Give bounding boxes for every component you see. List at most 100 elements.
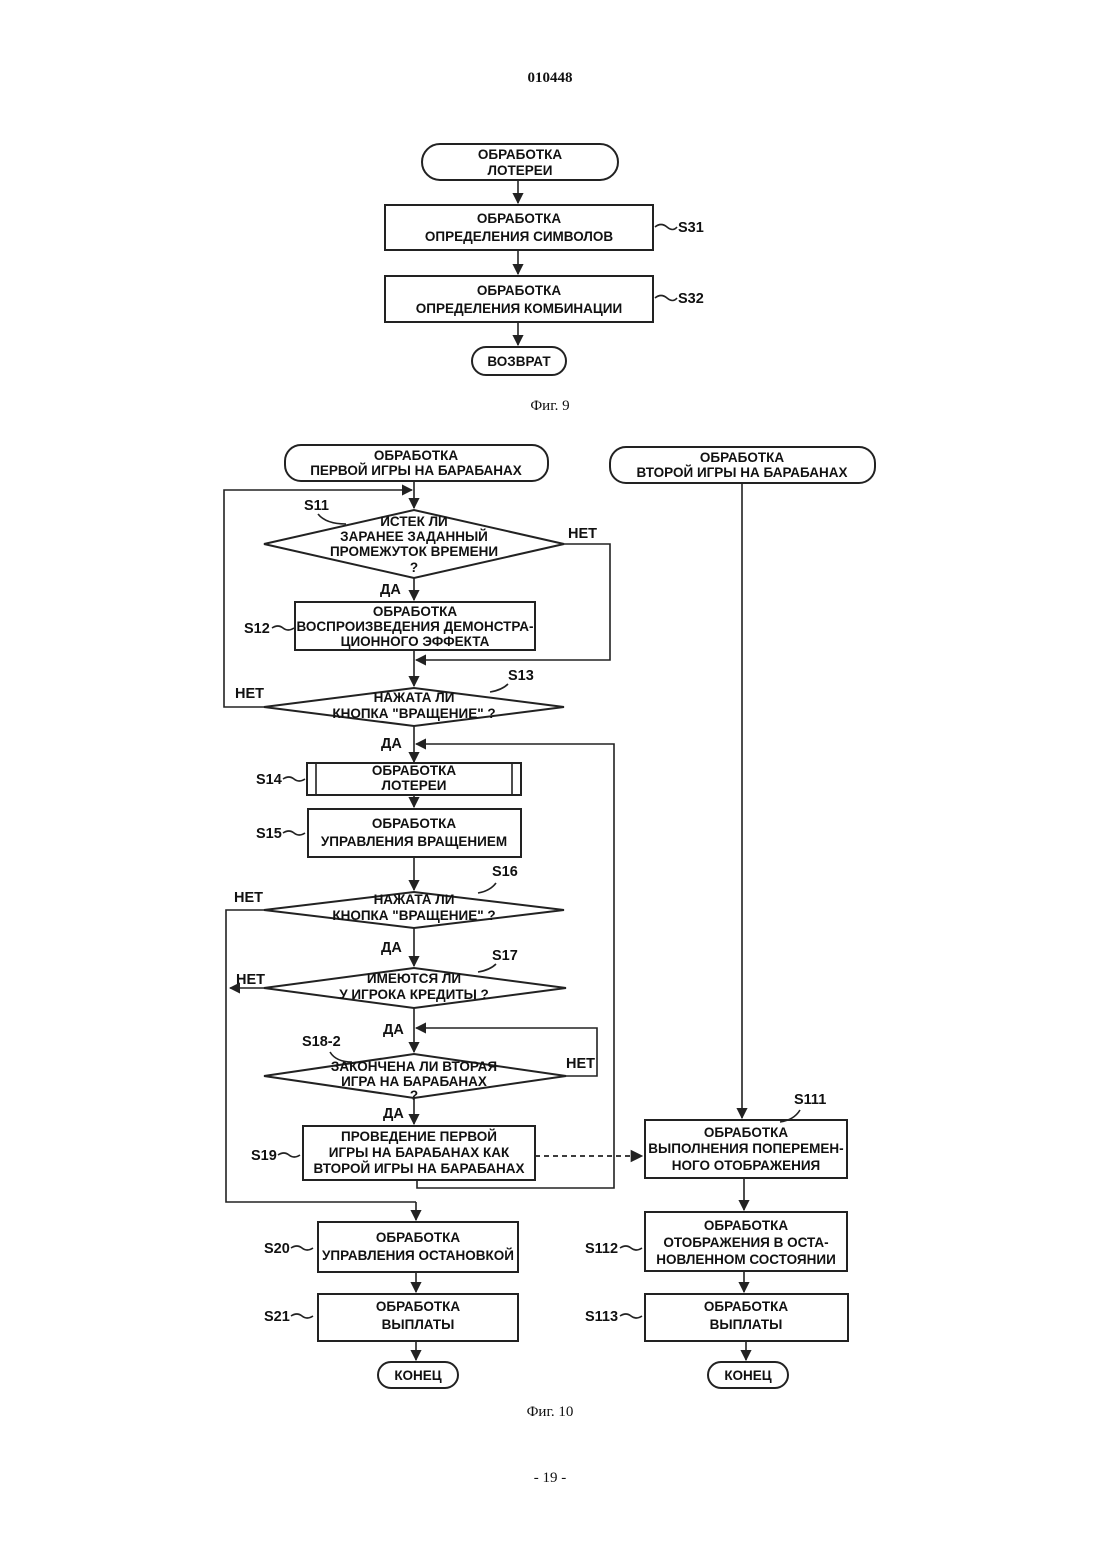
s15-line1: ОБРАБОТКА (372, 816, 456, 831)
s31-step-label: S31 (678, 220, 704, 236)
s16-line2: КНОПКА "ВРАЩЕНИЕ" ? (332, 908, 495, 923)
s32-line1: ОБРАБОТКА (477, 283, 561, 298)
s32-line2: ОПРЕДЕЛЕНИЯ КОМБИНАЦИИ (416, 301, 622, 316)
doc-number: 010448 (528, 70, 573, 86)
s16-no-label: НЕТ (234, 890, 263, 906)
s18-2-decision: ЗАКОНЧЕНА ЛИ ВТОРАЯ ИГРА НА БАРАБАНАХ ? (264, 1054, 566, 1103)
s12-line1: ОБРАБОТКА (373, 604, 457, 619)
s20-line2: УПРАВЛЕНИЯ ОСТАНОВКОЙ (322, 1248, 514, 1263)
s13-yes-label: ДА (381, 736, 402, 752)
s13-no-label: НЕТ (235, 686, 264, 702)
fig9-start-line2: ЛОТЕРЕИ (488, 163, 553, 178)
s14-step-label: S14 (256, 772, 282, 788)
s19-line3: ВТОРОЙ ИГРЫ НА БАРАБАНАХ (314, 1161, 525, 1176)
s13-line1: НАЖАТА ЛИ (374, 690, 455, 705)
s14-line1: ОБРАБОТКА (372, 763, 456, 778)
s19-process: ПРОВЕДЕНИЕ ПЕРВОЙ ИГРЫ НА БАРАБАНАХ КАК … (303, 1126, 535, 1180)
s31-line1: ОБРАБОТКА (477, 211, 561, 226)
s11-no-label: НЕТ (568, 526, 597, 542)
s17-line1: ИМЕЮТСЯ ЛИ (367, 971, 461, 986)
start2-line1: ОБРАБОТКА (700, 450, 784, 465)
fig10-caption: Фиг. 10 (527, 1404, 574, 1420)
s112-step-label: S112 (585, 1241, 618, 1257)
fig9-s32-process: ОБРАБОТКА ОПРЕДЕЛЕНИЯ КОМБИНАЦИИ (385, 276, 653, 322)
s20-process: ОБРАБОТКА УПРАВЛЕНИЯ ОСТАНОВКОЙ (318, 1222, 518, 1272)
s11-line3: ПРОМЕЖУТОК ВРЕМЕНИ (330, 544, 498, 559)
s14-line2: ЛОТЕРЕИ (382, 778, 447, 793)
end1-terminator: КОНЕЦ (378, 1362, 458, 1388)
fig9-caption: Фиг. 9 (530, 398, 569, 414)
s112-line2: ОТОБРАЖЕНИЯ В ОСТА- (663, 1235, 828, 1250)
s111-process: ОБРАБОТКА ВЫПОЛНЕНИЯ ПОПЕРЕМЕН- НОГО ОТО… (645, 1120, 847, 1178)
s14-subroutine: ОБРАБОТКА ЛОТЕРЕИ (307, 763, 521, 795)
end2-terminator: КОНЕЦ (708, 1362, 788, 1388)
page-number: - 19 - (534, 1470, 567, 1486)
fig9-s31-process: ОБРАБОТКА ОПРЕДЕЛЕНИЯ СИМВОЛОВ (385, 205, 653, 250)
s13-step-label: S13 (508, 668, 534, 684)
fig10-start2-terminator: ОБРАБОТКА ВТОРОЙ ИГРЫ НА БАРАБАНАХ (610, 447, 875, 483)
start1-line2: ПЕРВОЙ ИГРЫ НА БАРАБАНАХ (310, 463, 522, 478)
s17-line2: У ИГРОКА КРЕДИТЫ ? (339, 987, 489, 1002)
s15-process: ОБРАБОТКА УПРАВЛЕНИЯ ВРАЩЕНИЕМ (308, 809, 521, 857)
s11-line1: ИСТЕК ЛИ (380, 514, 448, 529)
s21-step-label: S21 (264, 1309, 290, 1325)
fig9-start-terminator: ОБРАБОТКА ЛОТЕРЕИ (422, 144, 618, 180)
s15-step-label: S15 (256, 826, 282, 842)
s15-line2: УПРАВЛЕНИЯ ВРАЩЕНИЕМ (321, 834, 507, 849)
s18-2-yes-label: ДА (383, 1106, 404, 1122)
s113-step-label: S113 (585, 1309, 618, 1325)
s19-step-label: S19 (251, 1148, 277, 1164)
fig9-return-terminator: ВОЗВРАТ (472, 347, 566, 375)
s13-decision: НАЖАТА ЛИ КНОПКА "ВРАЩЕНИЕ" ? (264, 688, 564, 726)
s111-step-label: S111 (794, 1092, 826, 1108)
s111-line2: ВЫПОЛНЕНИЯ ПОПЕРЕМЕН- (648, 1141, 843, 1156)
s16-line1: НАЖАТА ЛИ (374, 892, 455, 907)
s11-line4: ? (410, 560, 418, 575)
s12-process: ОБРАБОТКА ВОСПРОИЗВЕДЕНИЯ ДЕМОНСТРА- ЦИО… (295, 602, 535, 650)
s12-line2: ВОСПРОИЗВЕДЕНИЯ ДЕМОНСТРА- (297, 619, 534, 634)
s17-decision: ИМЕЮТСЯ ЛИ У ИГРОКА КРЕДИТЫ ? (264, 968, 566, 1008)
fig9-start-line1: ОБРАБОТКА (478, 147, 562, 162)
s11-yes-label: ДА (380, 582, 401, 598)
fig9-return-label: ВОЗВРАТ (487, 354, 551, 369)
s18-2-no-label: НЕТ (566, 1056, 595, 1072)
s17-step-label: S17 (492, 948, 518, 964)
s17-yes-label: ДА (383, 1022, 404, 1038)
s113-process: ОБРАБОТКА ВЫПЛАТЫ (645, 1294, 848, 1341)
s12-line3: ЦИОННОГО ЭФФЕКТА (341, 634, 490, 649)
s32-step-label: S32 (678, 291, 704, 307)
end1-label: КОНЕЦ (394, 1368, 441, 1383)
s16-decision: НАЖАТА ЛИ КНОПКА "ВРАЩЕНИЕ" ? (264, 892, 564, 928)
start2-line2: ВТОРОЙ ИГРЫ НА БАРАБАНАХ (637, 465, 848, 480)
s18-2-step-label: S18-2 (302, 1034, 341, 1050)
s31-line2: ОПРЕДЕЛЕНИЯ СИМВОЛОВ (425, 229, 613, 244)
s13-line2: КНОПКА "ВРАЩЕНИЕ" ? (332, 706, 495, 721)
s112-process: ОБРАБОТКА ОТОБРАЖЕНИЯ В ОСТА- НОВЛЕННОМ … (645, 1212, 847, 1271)
s112-line3: НОВЛЕННОМ СОСТОЯНИИ (656, 1252, 836, 1267)
s11-decision: ИСТЕК ЛИ ЗАРАНЕЕ ЗАДАННЫЙ ПРОМЕЖУТОК ВРЕ… (264, 510, 564, 578)
s21-line2: ВЫПЛАТЫ (382, 1317, 455, 1332)
end2-label: КОНЕЦ (724, 1368, 771, 1383)
fig10-start1-terminator: ОБРАБОТКА ПЕРВОЙ ИГРЫ НА БАРАБАНАХ (285, 445, 548, 481)
s17-no-label: НЕТ (236, 972, 265, 988)
start1-line1: ОБРАБОТКА (374, 448, 458, 463)
s12-step-label: S12 (244, 621, 270, 637)
s18-2-line1: ЗАКОНЧЕНА ЛИ ВТОРАЯ (331, 1059, 497, 1074)
s113-line1: ОБРАБОТКА (704, 1299, 788, 1314)
s20-step-label: S20 (264, 1241, 290, 1257)
s19-line2: ИГРЫ НА БАРАБАНАХ КАК (329, 1145, 510, 1160)
s16-step-label: S16 (492, 864, 518, 880)
s21-process: ОБРАБОТКА ВЫПЛАТЫ (318, 1294, 518, 1341)
s18-2-line2: ИГРА НА БАРАБАНАХ (341, 1074, 487, 1089)
s111-line3: НОГО ОТОБРАЖЕНИЯ (672, 1158, 821, 1173)
s111-line1: ОБРАБОТКА (704, 1125, 788, 1140)
s20-line1: ОБРАБОТКА (376, 1230, 460, 1245)
s11-step-label: S11 (304, 498, 329, 514)
s112-line1: ОБРАБОТКА (704, 1218, 788, 1233)
s21-line1: ОБРАБОТКА (376, 1299, 460, 1314)
s19-line1: ПРОВЕДЕНИЕ ПЕРВОЙ (341, 1129, 497, 1144)
s113-line2: ВЫПЛАТЫ (710, 1317, 783, 1332)
s16-yes-label: ДА (381, 940, 402, 956)
s11-line2: ЗАРАНЕЕ ЗАДАННЫЙ (340, 529, 488, 544)
